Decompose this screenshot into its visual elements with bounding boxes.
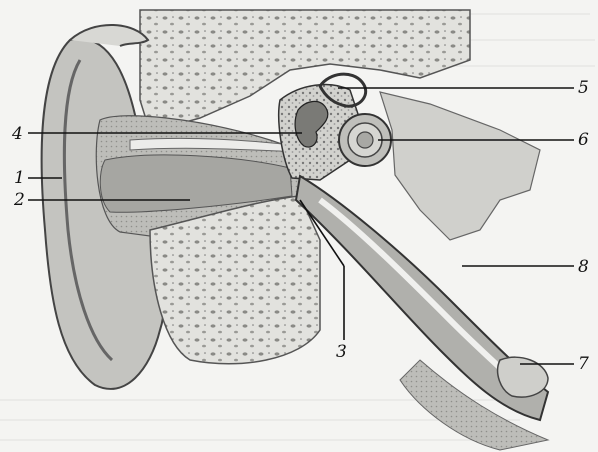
label-5: 5 <box>578 80 589 97</box>
petrous-bone <box>380 92 540 240</box>
label-3: 3 <box>336 344 347 361</box>
label-1: 1 <box>14 170 25 187</box>
label-4: 4 <box>12 126 23 143</box>
label-2: 2 <box>14 192 25 209</box>
label-7: 7 <box>578 356 589 373</box>
eustachian-tube-lumen <box>320 200 522 388</box>
eustachian-tube-end <box>498 357 548 397</box>
label-8: 8 <box>578 259 589 276</box>
label-6: 6 <box>578 132 589 149</box>
